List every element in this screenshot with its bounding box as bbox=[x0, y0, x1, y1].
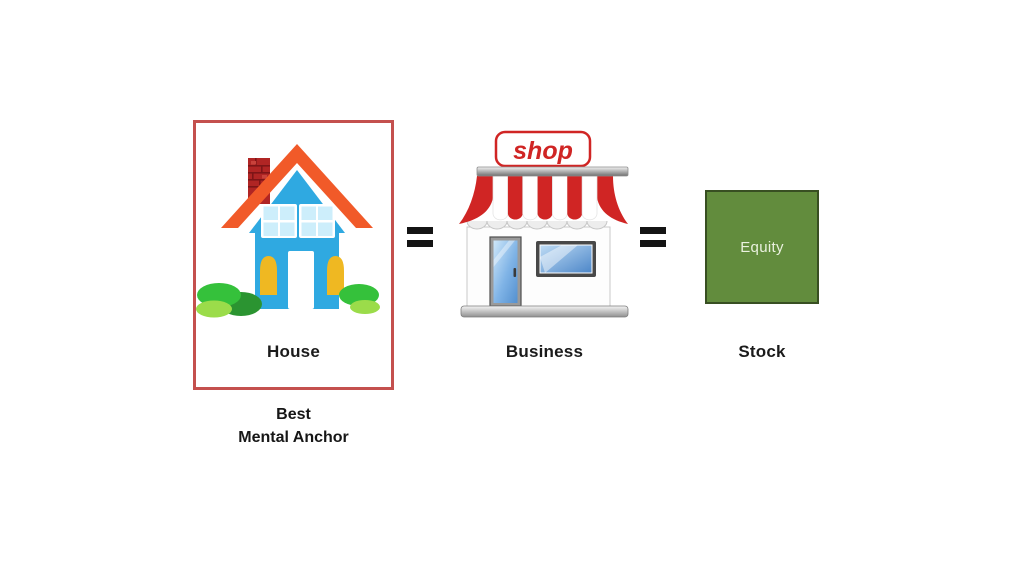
shop-sign-text: shop bbox=[513, 137, 573, 165]
house-icon bbox=[196, 144, 380, 318]
business-label: Business bbox=[505, 342, 584, 361]
shop-awning bbox=[459, 175, 628, 224]
equity-square: Equity bbox=[705, 190, 819, 304]
house-upper-windows bbox=[261, 204, 335, 238]
shop-window bbox=[536, 241, 596, 277]
equity-square-label: Equity bbox=[740, 238, 784, 256]
house-arched-window-left bbox=[260, 256, 277, 295]
equals-bar bbox=[407, 240, 433, 247]
equals-bar bbox=[640, 227, 666, 234]
equals-icon bbox=[407, 227, 433, 247]
caption-line-2: Mental Anchor bbox=[238, 429, 349, 446]
mental-anchor-caption: Best Mental Anchor bbox=[163, 403, 424, 449]
house-arched-window-right bbox=[327, 256, 344, 295]
mental-anchor-box bbox=[193, 120, 394, 390]
bushes bbox=[196, 283, 380, 318]
equals-bar bbox=[640, 240, 666, 247]
house-roof bbox=[221, 144, 373, 228]
house-door bbox=[288, 251, 314, 309]
awning-bar bbox=[476, 166, 629, 177]
shop-door bbox=[489, 236, 522, 307]
shop-icon: shop bbox=[459, 130, 629, 318]
caption-line-1: Best bbox=[276, 406, 311, 423]
shop-sign: shop bbox=[494, 130, 592, 168]
equals-bar bbox=[407, 227, 433, 234]
equals-icon bbox=[640, 227, 666, 247]
house-label: House bbox=[267, 342, 320, 361]
facade-scallops bbox=[466, 220, 608, 230]
stock-label: Stock bbox=[738, 342, 786, 361]
shop-base bbox=[460, 305, 629, 318]
